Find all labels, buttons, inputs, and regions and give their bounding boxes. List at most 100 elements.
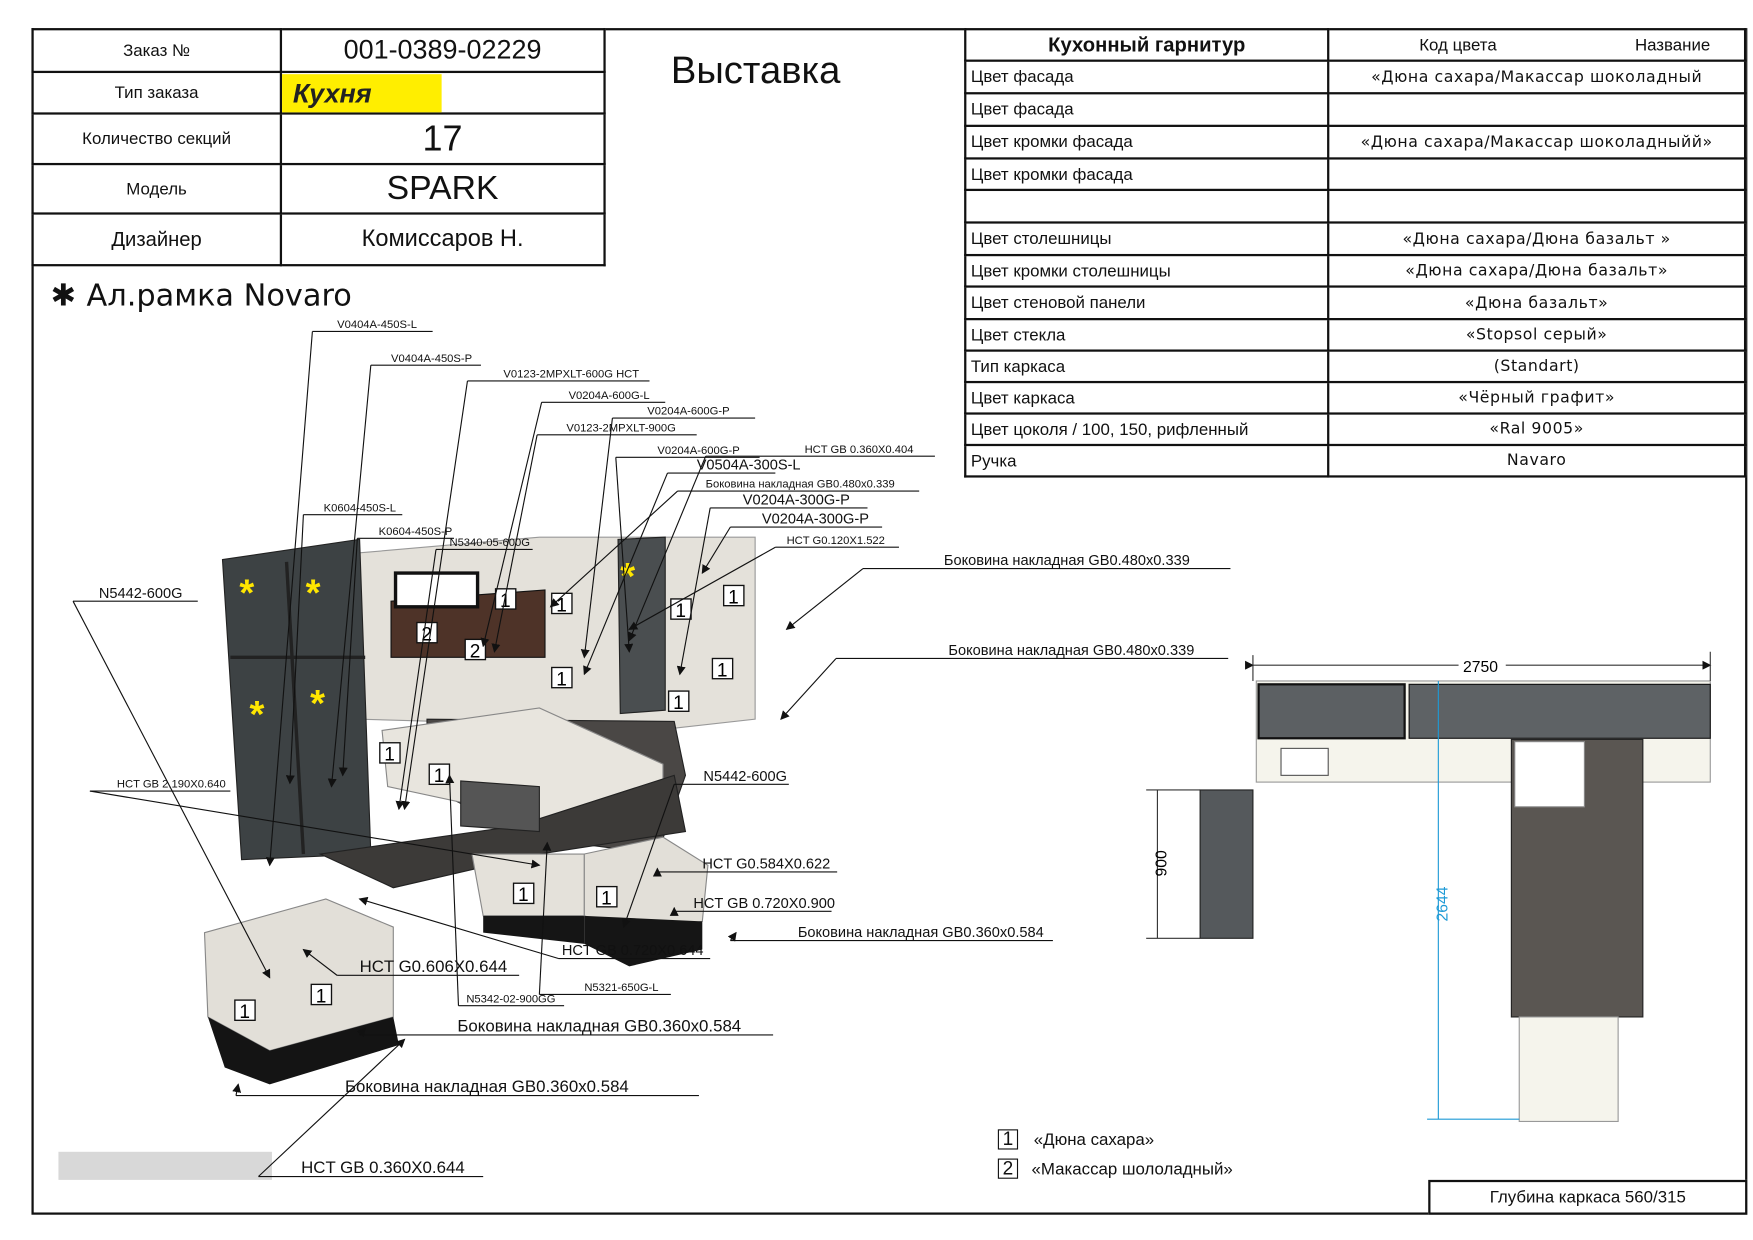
part-label: N5342-02-900GG (466, 993, 555, 1005)
part-label: V0123-2MPXLT-600G HCT (503, 369, 639, 381)
svg-text:1: 1 (601, 889, 612, 910)
svg-text:2: 2 (421, 625, 432, 646)
svg-text:1: 1 (316, 986, 327, 1007)
part-label: V0204A-600G-P (657, 445, 739, 457)
legend-badge: 2 (997, 1158, 1019, 1179)
spec-row (964, 188, 1747, 224)
spec-value: «Дюна сахара/Макассар шоколадный (1327, 59, 1747, 95)
material-badge: 1 (670, 598, 692, 622)
sections-count: 17 (279, 112, 606, 166)
spec-row: Цвет фасада (964, 92, 1747, 127)
material-badge: 1 (596, 885, 618, 910)
part-label: HCT G0.120X1.522 (787, 535, 885, 547)
spec-value: «Ral 9005» (1327, 412, 1747, 447)
spec-label: Цвет кромки фасада (964, 157, 1330, 192)
material-badge: 1 (310, 983, 333, 1007)
svg-text:1: 1 (673, 693, 684, 714)
spec-value: «Stopsol серый» (1327, 318, 1747, 352)
spec-label: Тип каркаса (964, 349, 1330, 384)
part-label: V0123-2MPXLT-900G (566, 423, 676, 435)
material-badge: 1 (551, 666, 573, 690)
part-label: HCT GB 0.720X0.900 (693, 896, 835, 912)
spec-label (964, 188, 1330, 224)
part-label: N5442-600G (703, 769, 787, 785)
svg-text:1: 1 (556, 595, 567, 616)
sections-label: Количество секций (31, 112, 282, 166)
part-label: HCT GB 0.720X0.644 (562, 943, 704, 959)
material-badge: 1 (494, 588, 517, 612)
part-label: HCT GB 0.360X0.404 (805, 444, 914, 456)
spec-value (1327, 157, 1747, 192)
spec-row: Цвет стекла«Stopsol серый» (964, 318, 1747, 352)
part-label: V0204A-600G-P (647, 406, 729, 418)
svg-text:1: 1 (717, 660, 728, 681)
star-icon: * (306, 572, 321, 615)
spec-label: Цвет стеновой панели (964, 285, 1330, 321)
svg-text:1: 1 (728, 587, 739, 608)
col-code: Код цвета (1419, 35, 1497, 55)
spec-header: Кухонный гарнитур (964, 28, 1330, 62)
part-label: Боковина накладная GB0.480x0.339 (948, 643, 1194, 659)
plan-view: 2750 900 2644 (1146, 651, 1712, 1123)
part-label: N5340-05-600G (449, 537, 529, 549)
col-name: Название (1634, 35, 1711, 55)
material-badge: 2 (464, 638, 487, 662)
spec-table: Кухонный гарнитур Код цвета Название Цвет… (964, 28, 1747, 478)
material-badge: 1 (379, 742, 401, 766)
spec-label: Цвет цоколя / 100, 150, рифленный (964, 412, 1330, 447)
material-badge: 1 (234, 999, 256, 1023)
asterisk-icon: ✱ (50, 278, 87, 314)
model-label: Модель (31, 162, 282, 215)
designer-value: Комиссаров Н. (279, 212, 606, 267)
part-label: HCT GB 2.190X0.640 (117, 779, 226, 791)
spec-row: Цвет кромки фасада«Дюна сахара/Макассар … (964, 124, 1747, 160)
part-label: Боковина накладная GB0.360x0.584 (798, 925, 1044, 941)
part-label: Боковина накладная GB0.480x0.339 (706, 479, 895, 491)
spec-row: Цвет стеновой панели«Дюна базальт» (964, 285, 1747, 321)
spec-row: Цвет цоколя / 100, 150, рифленный«Ral 90… (964, 412, 1747, 447)
legend-badge: 1 (997, 1129, 1019, 1150)
spec-value: «Дюна сахара/Макассар шоколадныйй» (1327, 124, 1747, 160)
spec-label: Ручка (964, 443, 1330, 478)
spec-label: Цвет фасада (964, 59, 1330, 95)
spec-row: Тип каркаса(Standart) (964, 349, 1747, 384)
svg-text:1: 1 (384, 745, 395, 766)
svg-text:2: 2 (470, 641, 481, 662)
material-badge: 1 (667, 690, 690, 714)
frame-depth-note: Глубина каркаса 560/315 (1428, 1179, 1748, 1215)
svg-text:1: 1 (434, 766, 445, 787)
star-icon: * (620, 555, 635, 598)
part-label: HCT G0.584X0.622 (702, 857, 830, 873)
star-icon: * (249, 693, 264, 736)
plan-height-dim: 900 (1153, 850, 1170, 876)
star-icon: * (239, 572, 254, 615)
spec-label: Цвет стекла (964, 318, 1330, 352)
legend: 1«Дюна сахара» 2«Макассар шололадный» (997, 1126, 1233, 1184)
svg-text:1: 1 (556, 669, 567, 690)
part-label: V0204A-600G-L (569, 390, 650, 402)
order-number-label: Заказ № (31, 28, 282, 74)
spec-value (1327, 188, 1747, 224)
spec-row: Цвет кромки фасада (964, 157, 1747, 192)
spec-label: Цвет столешницы (964, 221, 1330, 257)
spec-value (1327, 92, 1747, 127)
part-label: Боковина накладная GB0.360x0.584 (457, 1017, 741, 1036)
plan-depth-dim: 2644 (1434, 886, 1451, 921)
material-badge: 2 (416, 621, 438, 646)
spec-label: Цвет каркаса (964, 380, 1330, 415)
svg-text:1: 1 (518, 885, 529, 906)
part-label: HCT G0.606X0.644 (360, 957, 508, 976)
page-title: Выставка (670, 49, 841, 93)
spec-value: «Дюна сахара/Дюна базальт» (1327, 253, 1747, 288)
part-label: K0604-450S-P (379, 526, 453, 538)
spec-value: (Standart) (1327, 349, 1747, 384)
material-badge: 1 (512, 882, 535, 906)
spec-row: Цвет фасада«Дюна сахара/Макассар шоколад… (964, 59, 1747, 95)
frame-note: Ал.рамка Novaro (86, 278, 352, 314)
part-label: V0204A-300G-P (762, 512, 869, 528)
part-label: HCT GB 0.360X0.644 (301, 1158, 465, 1177)
part-label: K0604-450S-L (324, 502, 396, 514)
